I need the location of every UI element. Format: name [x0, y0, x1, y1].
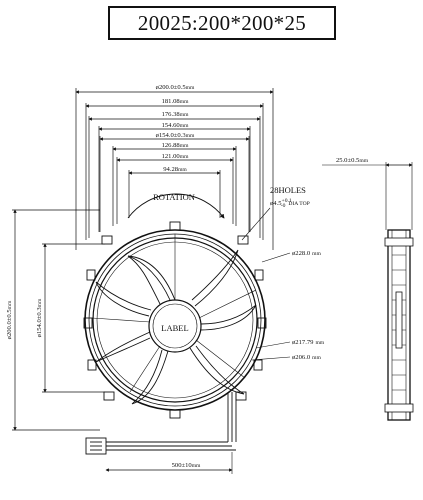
fan-blades: [95, 249, 257, 405]
dim-200-label: ø200.0±0.5mm: [156, 84, 195, 91]
left-dim-inner-label: ø154.0±0.3mm: [36, 298, 43, 337]
cable-length-label: 500±10mm: [172, 462, 201, 469]
model-title: 20025:200*200*25: [137, 10, 307, 35]
rotation-label: ROTATION: [153, 192, 195, 202]
left-dim-outer-label: ø200.0±0.5mm: [6, 300, 13, 339]
hub-label-text: LABEL: [161, 323, 188, 333]
dim-121-label: 121.00mm: [162, 153, 189, 160]
model-title-box: 20025:200*200*25: [108, 6, 336, 40]
left-dimension-lines: [12, 209, 105, 431]
fan-spokes: [91, 234, 257, 393]
dim-94-label: 94.28mm: [163, 166, 187, 173]
holes-leader: [241, 207, 271, 241]
fan-front-view: [83, 221, 267, 455]
holes-count-label: 28HOLES: [270, 185, 306, 195]
top-dimension-lines: [75, 88, 274, 250]
fan-cable: [106, 392, 237, 451]
rotation-arc: [127, 193, 225, 219]
side-dim-label: 25.0±0.5mm: [336, 157, 369, 164]
dim-154-60-label: 154.60mm: [162, 122, 189, 129]
mounting-lugs: [83, 221, 267, 419]
dim-154-0-label: ø154.0±0.3mm: [156, 132, 195, 139]
dim-176-label: 176.38mm: [162, 111, 189, 118]
callout-leaders: [251, 252, 291, 361]
dim-181-label: 181.08mm: [162, 98, 189, 105]
dim-126-label: 126.88mm: [162, 142, 189, 149]
fan-connector: [85, 437, 107, 455]
fan-side-view: [322, 162, 414, 421]
